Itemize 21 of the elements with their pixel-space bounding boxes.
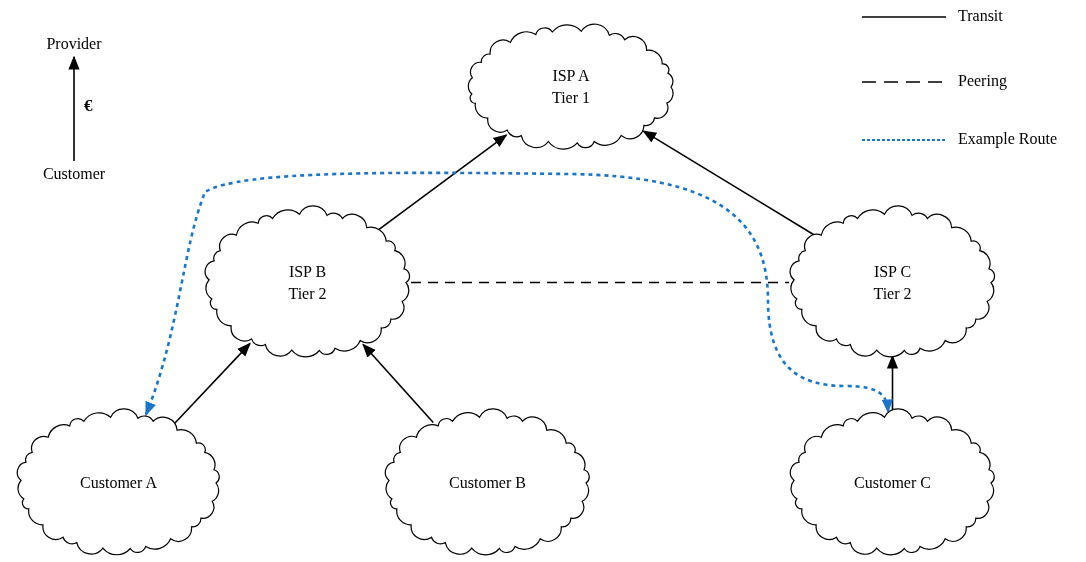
node-label: ISP A [552,66,590,86]
arrow [642,130,815,236]
node-label: Customer A [80,473,157,493]
arrow [68,55,80,162]
node-label: Customer B [449,473,526,493]
axis-label: Provider [46,34,102,54]
dashed-line [410,281,790,284]
legend-label: Peering [958,72,1007,90]
node-label: ISP B [288,261,327,282]
axis-label: Customer [42,164,106,184]
legend-label: Transit [958,7,1003,25]
arrow [362,343,435,424]
arrow [173,342,251,425]
node-label: ISP C [873,261,912,282]
node-label: Customer C [854,473,931,493]
arrow [378,134,508,231]
node-label: Tier 2 [873,283,912,304]
node-label: Tier 1 [551,88,591,108]
node-label: Tier 2 [288,283,327,304]
route-line [144,171,893,416]
legend-label: Example Route [958,130,1058,148]
